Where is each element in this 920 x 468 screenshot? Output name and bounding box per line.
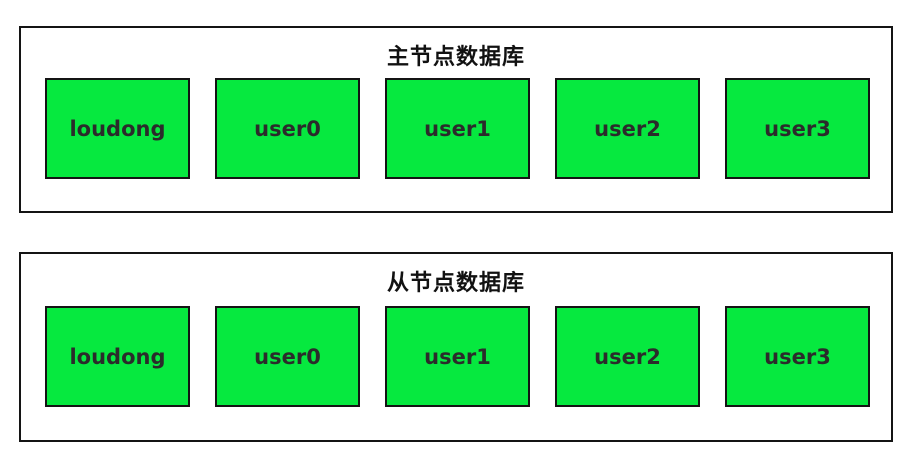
db-box-loudong: loudong — [45, 306, 190, 407]
db-box-user1: user1 — [385, 78, 530, 179]
db-box-loudong: loudong — [45, 78, 190, 179]
db-box-user3: user3 — [725, 306, 870, 407]
slave-panel-title: 从节点数据库 — [386, 271, 525, 296]
master-panel-title: 主节点数据库 — [386, 45, 525, 70]
slave-box-row: loudong user0 user1 user2 user3 — [45, 306, 870, 407]
slave-database-panel: 从节点数据库 loudong user0 user1 user2 user3 — [19, 252, 893, 442]
db-box-user0: user0 — [215, 78, 360, 179]
master-box-row: loudong user0 user1 user2 user3 — [45, 78, 870, 179]
db-box-user1: user1 — [385, 306, 530, 407]
db-box-user3: user3 — [725, 78, 870, 179]
db-box-user0: user0 — [215, 306, 360, 407]
db-box-user2: user2 — [555, 306, 700, 407]
master-database-panel: 主节点数据库 loudong user0 user1 user2 user3 — [19, 26, 893, 213]
db-box-user2: user2 — [555, 78, 700, 179]
